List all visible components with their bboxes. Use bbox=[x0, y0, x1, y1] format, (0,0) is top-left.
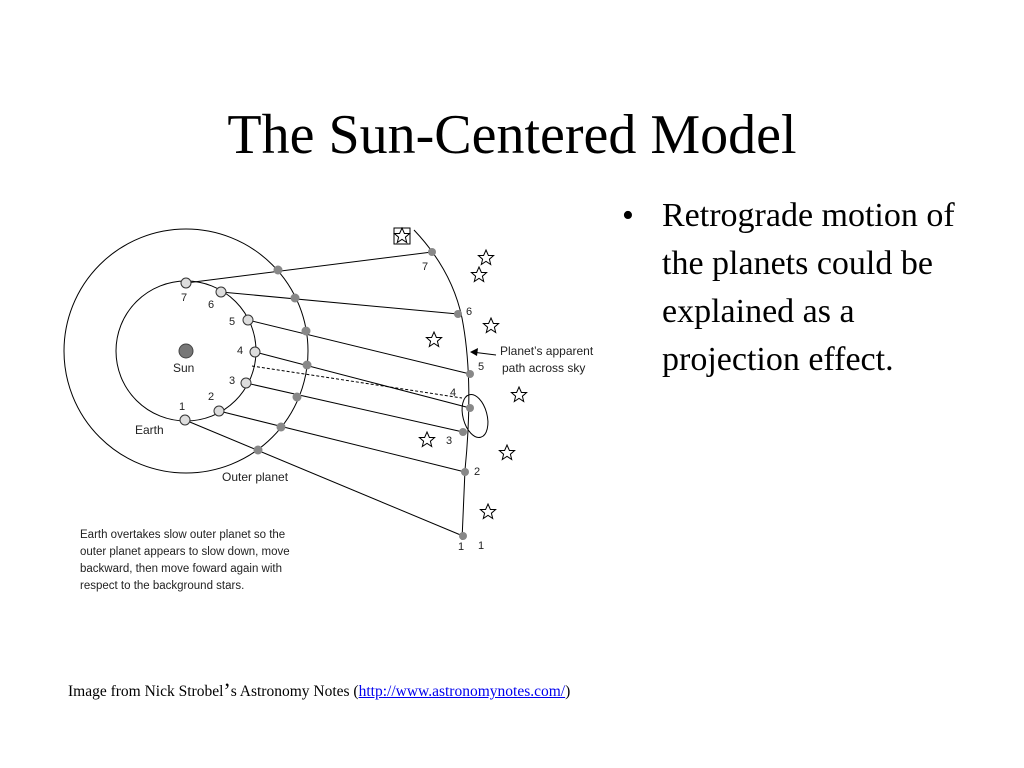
credit-middle: s Astronomy Notes ( bbox=[230, 683, 359, 700]
caption-line: Earth overtakes slow outer planet so the bbox=[80, 529, 285, 541]
apparent-path-label-line1: Planet’s apparent bbox=[500, 344, 594, 358]
earth-number: 4 bbox=[237, 345, 243, 357]
sky-pos-7 bbox=[428, 248, 436, 256]
planet-pos-2 bbox=[276, 422, 286, 432]
earth-pos-6 bbox=[215, 286, 227, 298]
earth-number: 6 bbox=[208, 299, 214, 311]
planet-pos-3 bbox=[292, 392, 302, 402]
sight-line-7 bbox=[185, 251, 433, 284]
planet-pos-7 bbox=[273, 265, 283, 275]
credit-prefix: Image from Nick Strobel bbox=[68, 683, 224, 700]
earth-number: 7 bbox=[181, 292, 187, 304]
outer-planet-orbit bbox=[63, 228, 309, 474]
earth-pos-2 bbox=[213, 405, 225, 417]
earth-positions bbox=[179, 277, 261, 426]
sight-line-6 bbox=[220, 291, 459, 315]
star-outline-icon bbox=[477, 248, 495, 266]
sky-pos-5 bbox=[466, 370, 474, 378]
earth-label: Earth bbox=[135, 423, 164, 437]
planet-positions bbox=[253, 265, 312, 455]
caption-line: respect to the background stars. bbox=[80, 580, 244, 592]
planet-pos-6 bbox=[290, 293, 300, 303]
star-outline-icon bbox=[418, 430, 436, 448]
sky-number: 6 bbox=[466, 306, 472, 318]
star-outline-icon bbox=[479, 502, 497, 520]
sky-number: 1 bbox=[458, 541, 464, 553]
earth-pos-7 bbox=[180, 277, 192, 289]
apparent-path-label-line2: path across sky bbox=[502, 361, 585, 375]
sun-dot bbox=[178, 343, 194, 359]
credit-suffix: ) bbox=[565, 683, 571, 700]
sight-line-4 bbox=[254, 351, 471, 409]
planet-pos-4 bbox=[302, 360, 312, 370]
retrograde-diagram: Sun Earth Outer planet Planet’s apparent… bbox=[63, 226, 594, 592]
planet-pos-5 bbox=[301, 326, 311, 336]
sky-pos-6 bbox=[454, 310, 462, 318]
star-outline-icon bbox=[470, 265, 488, 283]
astronomy-notes-link[interactable]: http://www.astronomynotes.com/ bbox=[358, 683, 566, 700]
planet-pos-1 bbox=[253, 445, 263, 455]
star-outline-icon bbox=[393, 226, 411, 245]
caption-line: backward, then move foward again with bbox=[80, 563, 282, 575]
earth-number: 1 bbox=[179, 401, 185, 413]
sky-pos-3 bbox=[459, 428, 467, 436]
sky-pos-1 bbox=[459, 532, 467, 540]
earth-number: 2 bbox=[208, 391, 214, 403]
sky-number: 4 bbox=[450, 387, 456, 399]
earth-pos-3 bbox=[240, 377, 252, 389]
sky-pos-2 bbox=[461, 468, 469, 476]
star-outline-icon bbox=[510, 385, 528, 403]
sky-number: 3 bbox=[446, 435, 452, 447]
image-credit: Image from Nick Strobel’s Astronomy Note… bbox=[68, 676, 571, 703]
star-outline-icon bbox=[498, 443, 516, 461]
sight-line-3 bbox=[245, 382, 464, 433]
earth-pos-4 bbox=[249, 346, 261, 358]
sky-number: 2 bbox=[474, 466, 480, 478]
bullet-list: • Retrograde motion of the planets could… bbox=[618, 192, 998, 384]
arrow-head-icon bbox=[470, 348, 478, 356]
bullet-item: • Retrograde motion of the planets could… bbox=[618, 192, 998, 384]
bullet-dot: • bbox=[622, 197, 634, 234]
sight-lines bbox=[184, 251, 471, 537]
star-outline-icon bbox=[425, 330, 443, 348]
sky-number: 1 bbox=[478, 540, 484, 552]
sky-positions bbox=[428, 248, 474, 540]
sight-line-1 bbox=[184, 419, 464, 537]
sight-line-5 bbox=[247, 319, 471, 375]
sight-line-2 bbox=[218, 410, 466, 473]
sky-path bbox=[413, 229, 470, 541]
slide-title: The Sun-Centered Model bbox=[227, 104, 797, 166]
earth-pos-5 bbox=[242, 314, 254, 326]
earth-number: 3 bbox=[229, 375, 235, 387]
sky-number: 5 bbox=[478, 361, 484, 373]
sun-label: Sun bbox=[173, 361, 194, 375]
outer-planet-label: Outer planet bbox=[222, 470, 289, 484]
background-stars bbox=[393, 226, 528, 520]
earth-pos-1 bbox=[179, 414, 191, 426]
sky-number: 7 bbox=[422, 261, 428, 273]
bullet-text: Retrograde motion of the planets could b… bbox=[662, 197, 955, 378]
caption-line: outer planet appears to slow down, move bbox=[80, 546, 290, 558]
earth-number: 5 bbox=[229, 316, 235, 328]
credit-apostrophe: ’ bbox=[223, 678, 231, 703]
sight-line-4b bbox=[251, 365, 463, 399]
star-outline-icon bbox=[482, 316, 500, 334]
retrograde-loop bbox=[461, 394, 489, 438]
sky-pos-4 bbox=[466, 404, 474, 412]
